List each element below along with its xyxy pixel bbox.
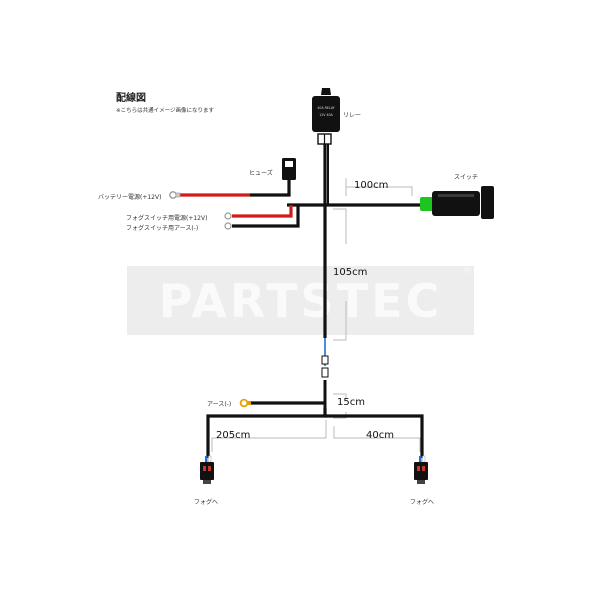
bracket-left-branch bbox=[211, 420, 327, 452]
dimension-main-trunk: 105cm bbox=[333, 267, 368, 278]
switch-ground-terminal bbox=[224, 222, 232, 230]
wire-switch-ground-black bbox=[232, 205, 300, 228]
inline-connector-bottom bbox=[321, 367, 329, 378]
battery-ring bbox=[169, 191, 177, 199]
fog-right-body bbox=[414, 462, 428, 480]
fog-right-label: フォグへ bbox=[410, 499, 435, 506]
dimension-left-branch: 205cm bbox=[216, 430, 251, 441]
fog-right-terminal-a bbox=[417, 466, 420, 471]
ground-terminal bbox=[239, 398, 251, 408]
watermark: PARTSTEC ® bbox=[127, 266, 474, 335]
wires bbox=[177, 144, 424, 458]
fog-connector-right bbox=[414, 455, 428, 484]
fog-right-blue-wire bbox=[419, 456, 422, 462]
battery-label: バッテリー電源(+12V) bbox=[98, 194, 162, 201]
fog-left-white-wire bbox=[208, 455, 212, 463]
fog-right-terminal-b bbox=[422, 466, 425, 471]
ground-crimp bbox=[247, 401, 251, 405]
ground-ring bbox=[239, 398, 249, 408]
bracket-to-switch bbox=[345, 178, 413, 196]
switch bbox=[420, 186, 494, 219]
inline-connector bbox=[321, 355, 329, 378]
wire-fog-right bbox=[325, 414, 424, 458]
switch-highlight bbox=[438, 194, 474, 197]
relay-label: リレー bbox=[343, 112, 362, 119]
fog-left-terminal-b bbox=[208, 466, 211, 471]
switch-housing bbox=[432, 191, 480, 216]
watermark-registered-mark: ® bbox=[463, 266, 472, 276]
battery-terminal bbox=[169, 191, 181, 199]
fog-switch-power-label: フォグスイッチ用電源(+12V) bbox=[126, 215, 208, 222]
relay-body-line-2: 12V 40A bbox=[319, 113, 333, 117]
page-note: ※こちらは共通イメージ画像になります bbox=[116, 108, 214, 114]
relay: 40A RELAY 12V 40A bbox=[312, 88, 340, 145]
switch-label: スイッチ bbox=[454, 174, 479, 181]
fog-left-label: フォグへ bbox=[194, 499, 219, 506]
dimension-right-branch: 40cm bbox=[366, 430, 394, 441]
relay-body bbox=[312, 96, 340, 132]
inline-connector-top bbox=[321, 355, 329, 365]
watermark-brand: PARTSTEC bbox=[158, 274, 443, 328]
switch-power-ring bbox=[224, 212, 232, 220]
switch-green-connector bbox=[420, 197, 433, 211]
dimension-brackets bbox=[211, 178, 421, 452]
switch-power-terminal bbox=[224, 212, 232, 220]
bracket-main-trunk bbox=[333, 208, 347, 341]
dimension-ground-branch: 15cm bbox=[337, 397, 365, 408]
ground-label: アース(-) bbox=[207, 401, 232, 408]
wire-switch-power-red bbox=[232, 205, 293, 218]
fog-right-white-wire bbox=[422, 455, 426, 463]
fog-left-plug bbox=[203, 480, 211, 484]
wire-battery-black bbox=[250, 180, 291, 197]
fuse-window bbox=[285, 161, 293, 167]
switch-ground-ring bbox=[224, 222, 232, 230]
bracket-right-branch bbox=[333, 426, 421, 452]
fog-right-plug bbox=[417, 480, 425, 484]
page-title: 配線図 bbox=[116, 93, 146, 104]
fog-left-terminal-a bbox=[203, 466, 206, 471]
switch-bezel bbox=[481, 186, 494, 219]
bracket-ground-branch bbox=[333, 393, 347, 419]
fog-switch-ground-label: フォグスイッチ用アース(-) bbox=[126, 225, 199, 232]
fog-left-body bbox=[200, 462, 214, 480]
battery-crimp bbox=[175, 192, 181, 198]
dimension-to-switch: 100cm bbox=[354, 180, 389, 191]
relay-body-line-1: 40A RELAY bbox=[317, 106, 334, 110]
relay-top-tab bbox=[321, 88, 331, 95]
fog-connector-left bbox=[200, 455, 214, 484]
fuse-label: ヒューズ bbox=[249, 170, 273, 177]
fog-left-blue-wire bbox=[205, 456, 208, 462]
fuse bbox=[282, 158, 296, 180]
wire-fog-left bbox=[206, 408, 327, 458]
